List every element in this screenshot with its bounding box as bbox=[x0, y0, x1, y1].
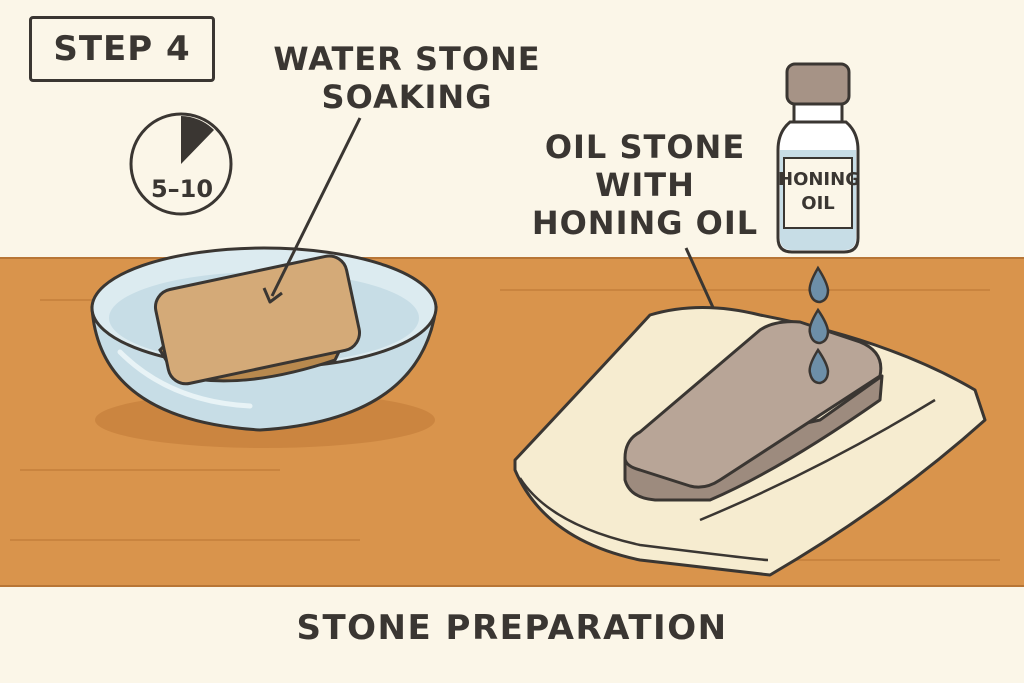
oil-drops bbox=[808, 265, 830, 385]
water-stone-label-line1: WATER STONE bbox=[273, 40, 541, 78]
bottle-label-line2: OIL bbox=[801, 193, 835, 214]
step-badge: STEP 4 bbox=[29, 16, 215, 82]
oil-stone-label-line3: HONING OIL bbox=[531, 204, 759, 242]
oil-stone-label: OIL STONE WITH HONING OIL bbox=[520, 128, 770, 242]
bottle-label: HONING OIL bbox=[778, 168, 860, 216]
oil-stone-label-line1: OIL STONE bbox=[544, 128, 746, 166]
water-stone-label: WATER STONE SOAKING bbox=[262, 40, 552, 116]
bottle-label-line1: HONING bbox=[778, 169, 860, 190]
timer-icon bbox=[129, 112, 233, 216]
water-stone-pointer bbox=[262, 117, 362, 304]
timer-label: 5–10 bbox=[150, 175, 214, 203]
honing-oil-bottle bbox=[776, 62, 860, 254]
oil-stone-label-line2: WITH bbox=[595, 166, 695, 204]
water-stone-label-line2: SOAKING bbox=[321, 78, 493, 116]
water-stone bbox=[153, 254, 361, 386]
caption: STONE PREPARATION bbox=[296, 608, 728, 648]
